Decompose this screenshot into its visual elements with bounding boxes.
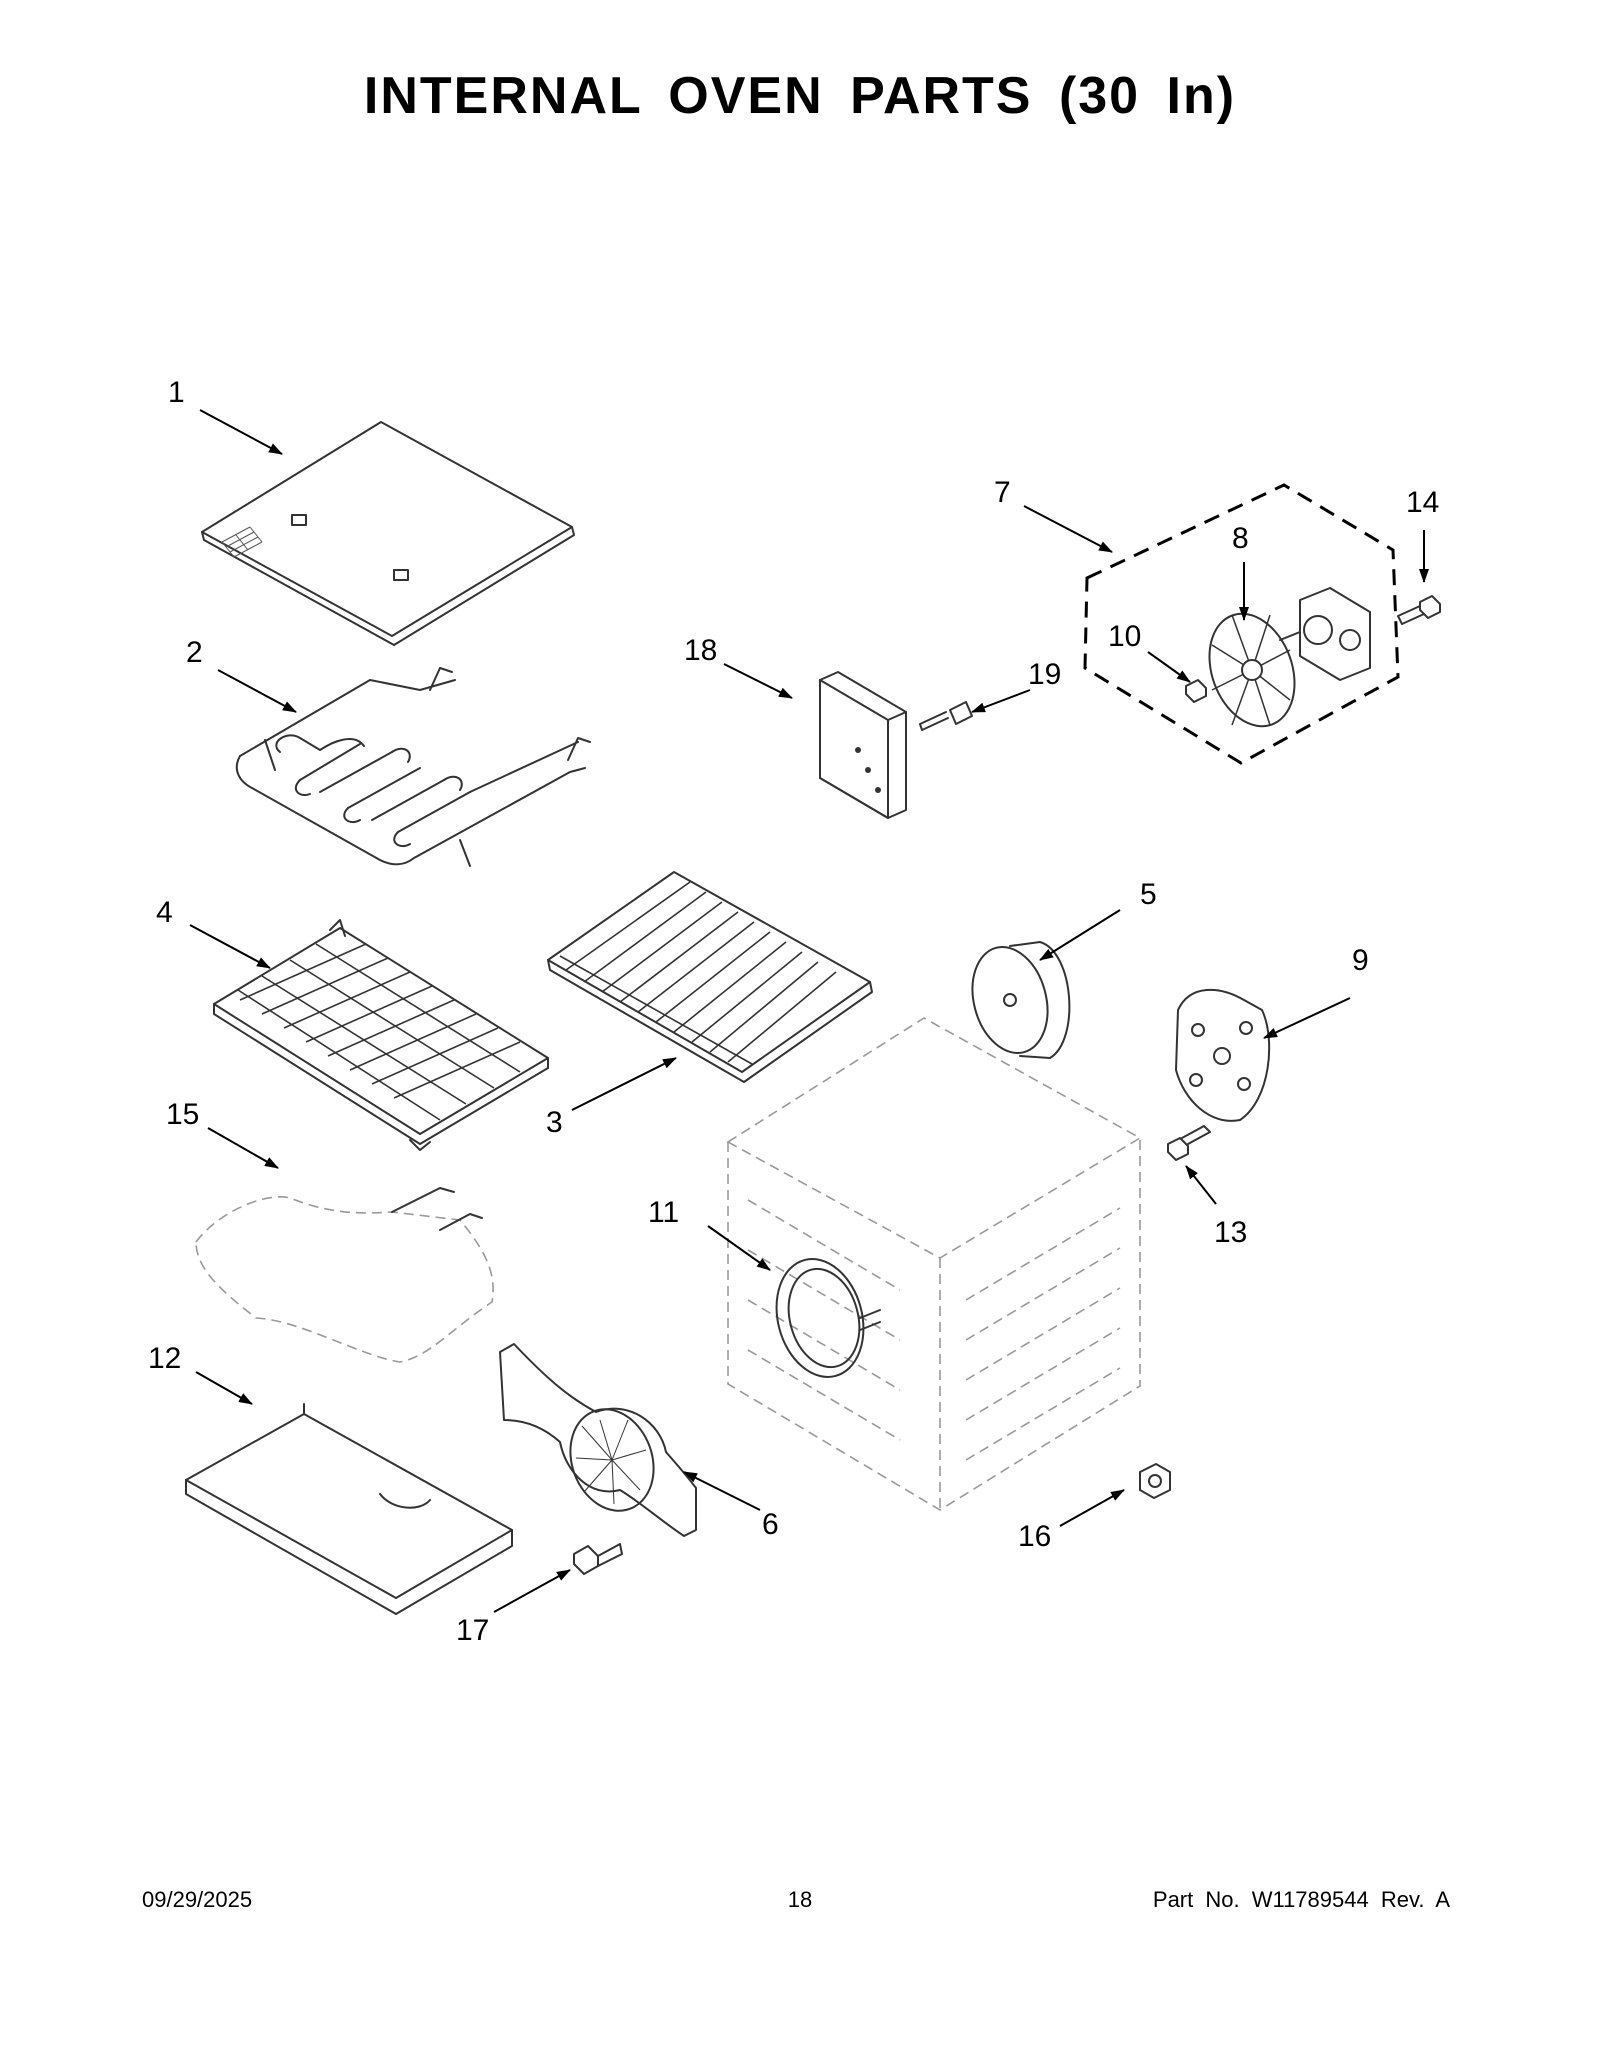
part-11-convection-element [775,1258,881,1378]
part-10-nut [1185,679,1207,703]
callout-18: 18 [684,634,717,667]
callout-2: 2 [186,636,203,669]
oven-cavity [726,1017,1142,1511]
callout-4: 4 [156,896,173,929]
callout-11: 11 [648,1196,679,1229]
part-14-screw [1397,595,1441,625]
part-6-fan-shroud [499,1343,697,1537]
part-7-convection-fan-assembly [1083,483,1400,765]
part-3-oven-rack [547,871,873,1083]
part-16-nut [1139,1463,1171,1499]
callout-labels: 1 2 3 4 5 6 7 8 9 10 11 12 13 14 15 16 1… [148,376,1439,1647]
callout-14: 14 [1406,486,1439,519]
callout-9: 9 [1352,944,1369,977]
callout-19: 19 [1028,658,1061,691]
part-18-bracket [819,671,907,819]
leader-lines [189,409,1429,1613]
callout-7: 7 [994,476,1011,509]
part-13-screw [1167,1125,1211,1161]
part-4-rolling-rack [213,919,549,1151]
callout-10: 10 [1108,620,1141,653]
part-5-fan-baffle [971,941,1071,1059]
callout-3: 3 [546,1106,563,1139]
callout-6: 6 [762,1508,779,1541]
part-2-broil-element [235,667,591,867]
page-title: INTERNAL OVEN PARTS (30 In) [363,67,1237,125]
part-12-pan [185,1403,513,1615]
convection-motor [1279,587,1371,681]
part-15-bake-element [195,1187,494,1363]
callout-5: 5 [1140,878,1157,911]
footer-part-number: Part No. W11789544 Rev. A [1152,1887,1450,1912]
callout-13: 13 [1214,1216,1247,1249]
footer-date: 09/29/2025 [142,1887,253,1912]
callout-17: 17 [456,1614,489,1647]
callout-1: 1 [168,376,185,409]
callout-16: 16 [1018,1520,1051,1553]
part-19-screw [919,701,973,731]
callout-8: 8 [1232,522,1249,555]
footer-page-number: 18 [787,1887,813,1912]
part-9-gasket [1175,988,1271,1122]
part-17-screw [573,1543,623,1575]
part-1-cover-panel [201,421,575,646]
part-8-fan-blade [1208,612,1296,728]
callout-15: 15 [166,1098,199,1131]
callout-12: 12 [148,1342,181,1375]
